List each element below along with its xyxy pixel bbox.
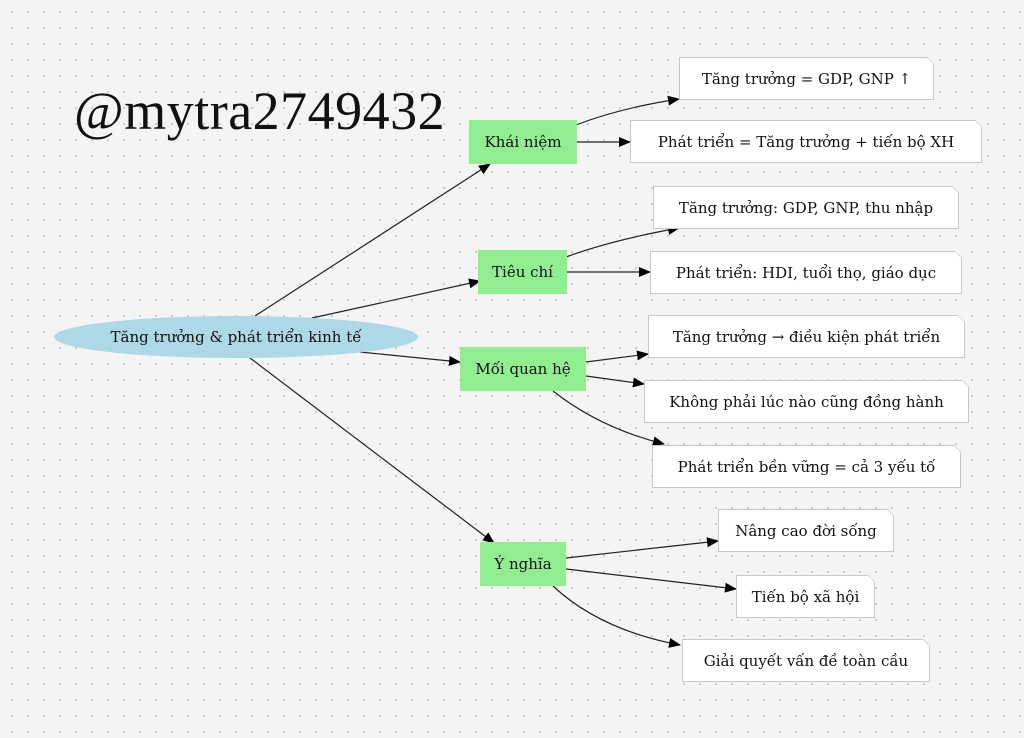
edge-moi-quan-he-3 xyxy=(552,390,665,447)
edge-root-moi-quan-he xyxy=(359,351,461,366)
edge-y-nghia-3 xyxy=(552,585,681,648)
note-moi-quan-he-3: Phát triển bền vững = cả 3 yếu tố xyxy=(652,445,961,488)
edge-khai-niem-1 xyxy=(575,95,680,126)
root-node: Tăng trưởng & phát triển kinh tế xyxy=(54,316,418,358)
category-tieu-chi: Tiêu chí xyxy=(478,250,567,294)
watermark-text: @mytra2749432 xyxy=(74,81,446,141)
note-moi-quan-he-1: Tăng trưởng → điều kiện phát triển xyxy=(648,315,965,358)
note-tieu-chi-2: Phát triển: HDI, tuổi thọ, giáo dục xyxy=(650,251,962,294)
edge-root-khai-niem xyxy=(254,163,491,317)
edge-root-y-nghia xyxy=(249,357,495,544)
note-khai-niem-1: Tăng trưởng = GDP, GNP ↑ xyxy=(679,57,934,100)
category-y-nghia: Ý nghĩa xyxy=(480,542,566,586)
note-moi-quan-he-2: Không phải lúc nào cũng đồng hành xyxy=(644,380,969,423)
note-tieu-chi-1: Tăng trưởng: GDP, GNP, thu nhập xyxy=(653,186,959,229)
edge-moi-quan-he-1 xyxy=(585,350,649,363)
note-y-nghia-1: Nâng cao đời sống xyxy=(718,509,894,552)
note-y-nghia-3: Giải quyết vấn đề toàn cầu xyxy=(682,639,930,682)
edge-moi-quan-he-2 xyxy=(585,375,645,388)
note-khai-niem-2: Phát triển = Tăng trưởng + tiến bộ XH xyxy=(630,120,982,163)
edge-y-nghia-2 xyxy=(565,568,737,593)
edge-root-tieu-chi xyxy=(311,278,481,319)
category-moi-quan-he: Mối quan hệ xyxy=(460,347,586,391)
category-khai-niem: Khái niệm xyxy=(469,120,577,164)
edge-tieu-chi-1 xyxy=(565,225,680,258)
note-y-nghia-2: Tiến bộ xã hội xyxy=(736,575,875,618)
edge-y-nghia-1 xyxy=(565,537,719,559)
